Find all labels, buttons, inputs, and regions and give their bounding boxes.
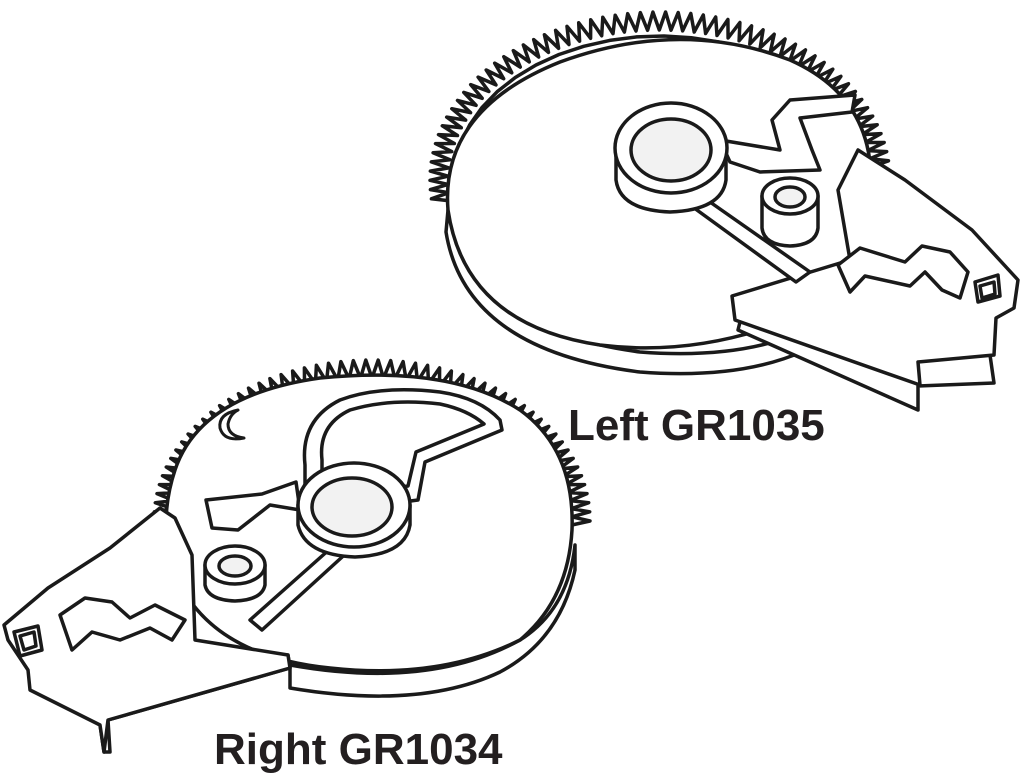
right-gear-bushing — [296, 461, 412, 559]
right-gear-disc-side — [288, 543, 577, 698]
right-gear-gr1034 — [2, 358, 592, 754]
right-gear-square-hole — [12, 624, 44, 658]
left-gear-arm-slot — [836, 244, 970, 300]
left-gear-gr1035 — [428, 10, 1020, 412]
left-gear-small-post — [760, 176, 820, 248]
left-gear-hook-plate — [718, 93, 857, 174]
right-gear-hook-plate — [204, 480, 302, 532]
left-gear-bushing — [613, 101, 729, 214]
label-left-gr1035: Left GR1035 — [568, 401, 825, 450]
moon-icon — [218, 408, 246, 441]
right-gear-small-post — [203, 544, 267, 603]
label-right-gr1034: Right GR1034 — [214, 725, 503, 774]
right-gear-arm-slot — [58, 596, 187, 652]
